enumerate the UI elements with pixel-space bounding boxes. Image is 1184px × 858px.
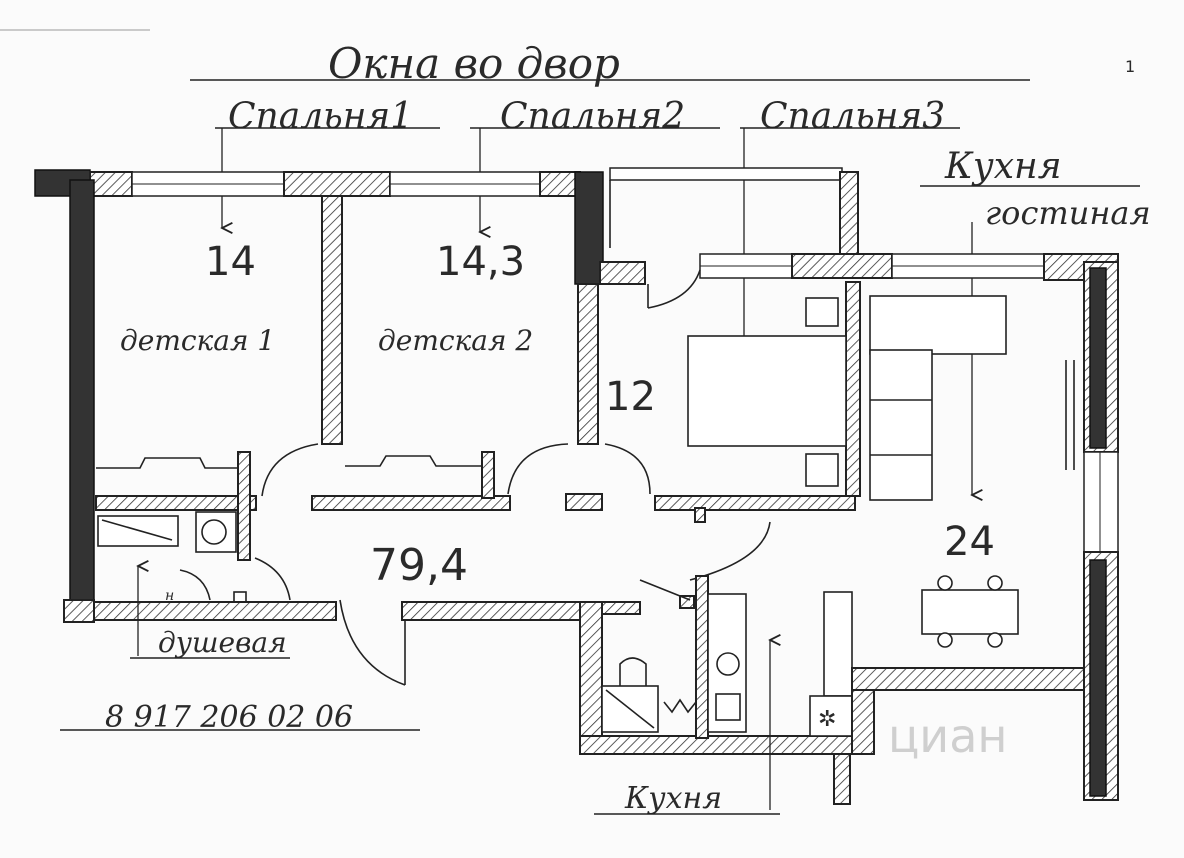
corridor-wall: [401, 601, 601, 621]
partition-bedroom3: [577, 283, 599, 445]
boiler-unit: [715, 693, 741, 721]
partition-bedrooms: [321, 195, 343, 445]
exterior-wall-right-lower: [1089, 559, 1107, 797]
loggia-side-wall: [839, 171, 859, 258]
door-swing-bedroom3: [604, 443, 651, 495]
bedroom1-area: 14: [205, 239, 256, 285]
nightstand: [805, 297, 839, 327]
partition-bedroom3-kitchen: [845, 281, 861, 497]
pipe-zigzag: [663, 698, 697, 714]
wall-segment: [851, 689, 875, 755]
wardrobe: [345, 455, 482, 467]
dining-chair: [987, 575, 1003, 591]
window-loggia: [609, 167, 843, 181]
shower-fixture-label: н: [165, 588, 174, 604]
loggia-door-swing: [647, 269, 701, 309]
shower-title: душевая: [158, 626, 287, 659]
dining-table: [921, 589, 1019, 635]
dining-chair: [937, 575, 953, 591]
wall-segment: [599, 601, 641, 615]
dining-chair: [937, 632, 953, 648]
wall-segment: [63, 599, 95, 623]
page-mark: 1: [1125, 57, 1135, 76]
door-swing-bedroom2: [507, 443, 569, 495]
wall-segment: [89, 171, 133, 197]
bathroom-bottom-wall: [579, 735, 873, 755]
closet-side-wall: [481, 451, 495, 499]
wall-segment: [599, 261, 646, 285]
small-kitchen-title: Кухня: [624, 781, 722, 816]
toilet-diagonal: [605, 689, 655, 729]
wall-segment: [283, 171, 391, 197]
kitchen-wall: [851, 667, 1085, 691]
corridor-wall: [93, 601, 337, 621]
bathtub-diagonal: [101, 519, 173, 541]
dining-chair: [987, 632, 1003, 648]
wall-segment: [791, 253, 893, 279]
shower-door-swing: [179, 569, 211, 601]
kitchen-living-area: 24: [944, 519, 995, 565]
sofa: [869, 349, 933, 501]
closet-wall: [311, 495, 511, 511]
fridge: [823, 591, 853, 697]
wall-stub: [679, 595, 695, 609]
kitchen-living-title: Кухня: [944, 146, 1062, 187]
bedroom1-title: Спальня1: [228, 96, 413, 137]
sofa-back: [869, 295, 1007, 355]
washing-machine-drum: [201, 519, 227, 545]
bedroom1-subtitle: детская 1: [120, 324, 275, 357]
watermark-text: циан: [888, 709, 1007, 763]
total-area: 79,4: [370, 540, 468, 591]
stove: [809, 695, 853, 737]
window-kitchen-side: [1083, 451, 1119, 553]
bedroom2-title: Спальня2: [500, 96, 685, 137]
stove-burner-icon: ✲: [818, 707, 836, 732]
wall-stub: [694, 507, 706, 523]
bedroom2-subtitle: детская 2: [378, 324, 533, 357]
bedroom3-title: Спальня3: [760, 96, 945, 137]
toilet-bowl: [619, 657, 647, 686]
wall-segment: [565, 493, 603, 511]
exterior-wall-left: [69, 179, 95, 621]
bathroom-left-wall: [579, 601, 603, 753]
wall-segment: [539, 171, 581, 197]
shower-door-swing: [254, 557, 291, 601]
bedroom2-area: 14,3: [436, 239, 525, 285]
exterior-wall-right: [1089, 267, 1107, 449]
kitchen-living-subtitle: гостиная: [985, 194, 1151, 232]
door-swing-bedroom1: [261, 443, 319, 497]
bed: [687, 335, 847, 447]
boiler-icon: [716, 652, 740, 676]
door-swing-kitchen: [689, 521, 771, 581]
wardrobe: [96, 457, 245, 469]
bathroom-partition: [695, 575, 709, 739]
bedroom3-bottom-wall: [654, 495, 856, 511]
bedroom3-area: 12: [605, 374, 656, 420]
wall-stub: [833, 753, 851, 805]
phone-number: 8 917 206 02 06: [105, 700, 353, 735]
floor-drain: [233, 591, 247, 603]
closet-wall: [95, 495, 257, 511]
entrance-door-swing: [339, 599, 406, 686]
structural-column: [574, 171, 604, 285]
nightstand: [805, 453, 839, 487]
door-leaf: [639, 579, 691, 601]
closet-side-wall: [237, 451, 251, 561]
